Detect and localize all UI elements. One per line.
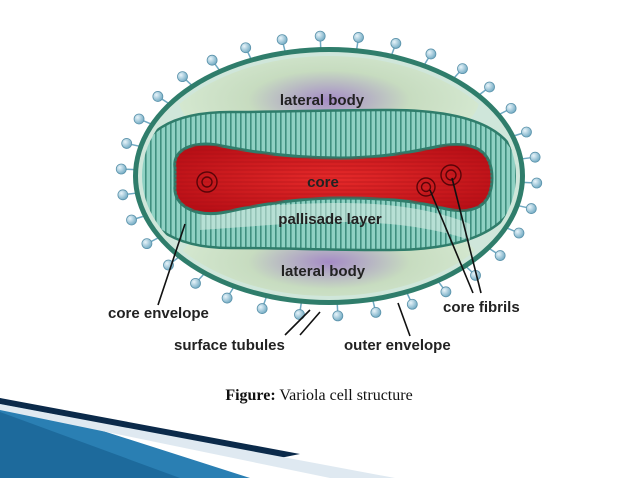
surface-tubule — [521, 126, 532, 138]
slide-decoration — [0, 398, 395, 478]
label-core-fibrils: core fibrils — [443, 299, 520, 316]
surface-tubule — [505, 102, 517, 114]
core-fibril-texture — [174, 144, 492, 214]
pallisade-inner-band — [200, 203, 470, 240]
label-core: core — [307, 174, 339, 191]
surface-tubule — [390, 38, 402, 49]
surface-tubule — [152, 91, 164, 102]
surface-tubule — [425, 48, 437, 60]
caption-text: Variola cell structure — [279, 387, 413, 404]
surface-tubule — [406, 298, 418, 310]
leader-lines — [157, 177, 482, 337]
surface-tubule — [494, 250, 506, 261]
surface-tubule — [525, 203, 537, 214]
surface-tubule — [126, 214, 137, 226]
core-fibril-rings — [196, 164, 462, 197]
surface-tubule — [177, 71, 188, 83]
figure-caption: Figure: Variola cell structure — [0, 387, 638, 405]
surface-tubule — [121, 138, 133, 149]
surface-tubule — [115, 163, 127, 175]
label-surface-tubules: surface tubules — [174, 337, 285, 354]
label-pallisade-layer: pallisade layer — [278, 211, 382, 228]
surface-tubule — [529, 151, 541, 163]
surface-tubule — [133, 113, 145, 125]
surface-tubule — [190, 277, 201, 289]
surface-tubule — [240, 42, 252, 54]
surface-tubule — [370, 307, 382, 318]
label-outer-envelope: outer envelope — [344, 337, 451, 354]
surface-tubule — [332, 310, 344, 322]
surface-tubule — [276, 34, 288, 45]
label-lateral-body-top: lateral body — [280, 92, 365, 109]
surface-tubule — [117, 189, 129, 201]
surface-tubule — [513, 227, 525, 239]
surface-tubules-group — [115, 30, 543, 322]
surface-tubule — [314, 30, 326, 42]
surface-tubule — [440, 286, 452, 298]
surface-tubule — [531, 177, 543, 189]
caption-prefix: Figure: — [225, 387, 276, 404]
surface-tubule — [141, 238, 153, 250]
surface-tubule — [353, 32, 364, 43]
surface-tubule — [221, 292, 233, 304]
label-lateral-body-bottom: lateral body — [281, 263, 366, 280]
surface-tubule — [256, 303, 268, 314]
surface-tubule — [484, 81, 495, 93]
surface-tubule — [457, 63, 468, 75]
surface-tubule — [206, 54, 218, 66]
label-core-envelope: core envelope — [108, 305, 209, 322]
